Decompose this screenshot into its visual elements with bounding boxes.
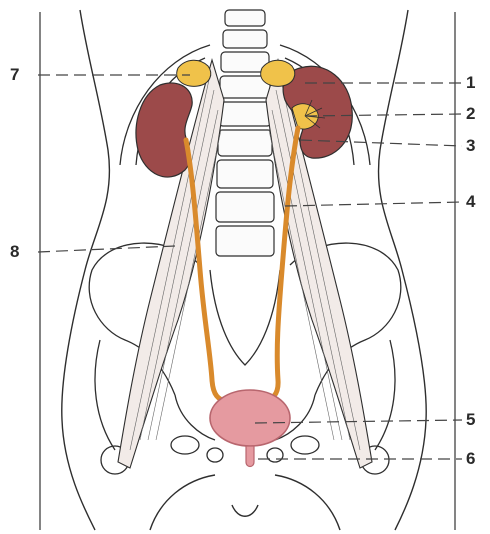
spine [216,10,274,256]
callout-7: 7 [10,66,19,83]
callout-4: 4 [466,193,475,210]
callout-3: 3 [466,137,475,154]
callout-6: 6 [466,450,475,467]
callout-2: 2 [466,105,475,122]
urethra [246,446,254,467]
urinary-bladder [210,390,290,446]
callout-5: 5 [466,411,475,428]
callout-8: 8 [10,243,19,260]
callout-1: 1 [466,74,475,91]
kidney-left [136,83,192,177]
